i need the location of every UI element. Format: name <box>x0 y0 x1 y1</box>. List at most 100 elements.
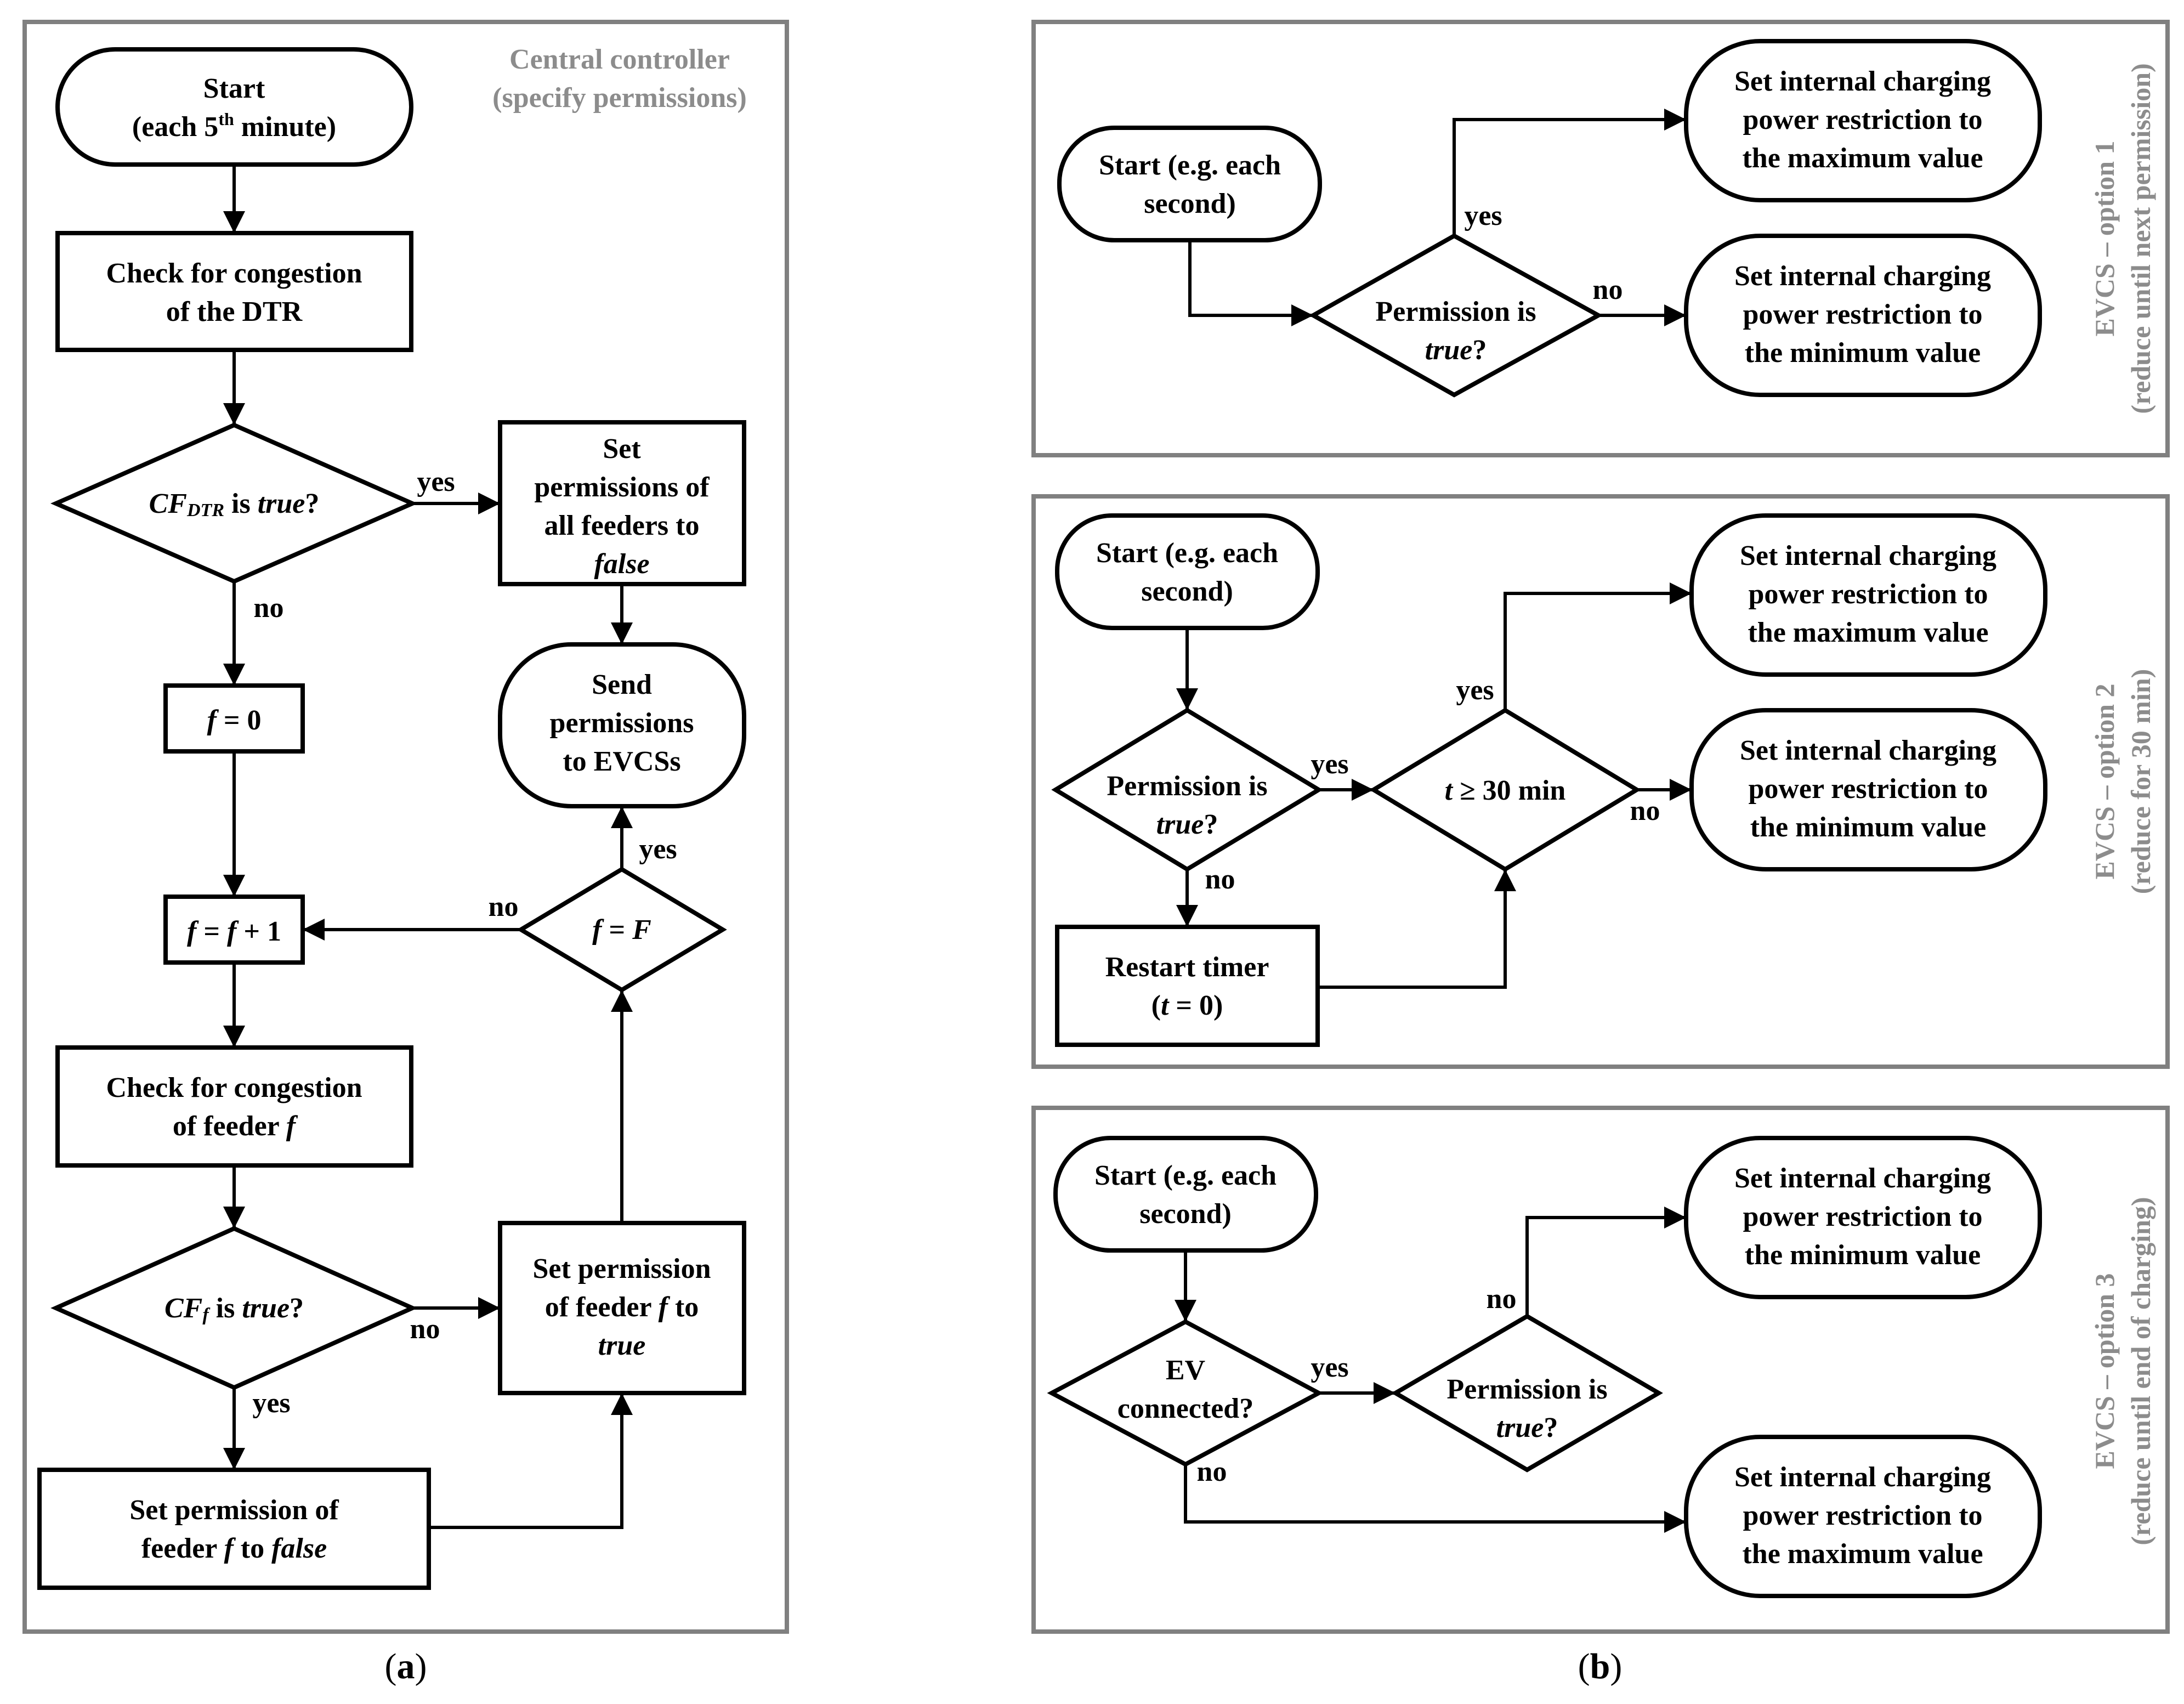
f-init-box <box>163 683 305 754</box>
option3-max-line1: Set internal charging <box>1734 1462 1991 1493</box>
option2-frame <box>1031 494 2170 1069</box>
set-feeder-true-box <box>498 1221 746 1395</box>
check-feeder-line1: Check for congestion <box>106 1072 362 1103</box>
option2-decision-line1: Permission is <box>1107 771 1267 802</box>
option1-arrow-start <box>1188 240 1313 326</box>
option3-label-yes-ev: yes <box>1311 1352 1348 1383</box>
f-increment-label: f = f + 1 <box>187 916 281 947</box>
option3-ev-line1: EV <box>1166 1355 1205 1386</box>
option2-max-box <box>1689 513 2047 677</box>
label-no-loop: no <box>489 891 519 922</box>
set-feeder-true-line3: true <box>598 1330 646 1361</box>
option1-max-line3: the maximum value <box>1742 143 1983 174</box>
option3-start <box>1053 1136 1318 1253</box>
set-feeder-false-line1: Set permission of <box>129 1494 339 1526</box>
option2-min-line1: Set internal charging <box>1740 735 1996 766</box>
send-line3: to EVCSs <box>563 746 680 777</box>
option3-label-no-perm: no <box>1487 1283 1517 1315</box>
panel-a-header-sub: (specify permissions) <box>492 82 747 114</box>
option2-label-no-perm: no <box>1205 864 1235 895</box>
option2-min-line3: the minimum value <box>1750 812 1986 843</box>
option2-restart-line1: Restart timer <box>1105 952 1269 983</box>
option2-side-label: EVCS – option 2 <box>2089 683 2120 879</box>
option3-side-sub: (reduce until end of charging) <box>2125 1197 2156 1545</box>
set-feeder-true-line2: of feeder f to <box>545 1292 699 1323</box>
start-terminator <box>55 47 413 167</box>
start-label: Start <box>203 73 265 104</box>
option3-perm-line2: true? <box>1496 1412 1558 1443</box>
option1-max-line1: Set internal charging <box>1734 66 1991 97</box>
set-feeder-false-line2: feeder f to false <box>141 1533 327 1564</box>
label-no-dtr: no <box>254 592 284 624</box>
panel-a-header: Central controller <box>509 44 730 75</box>
check-dtr-box <box>55 231 413 352</box>
check-dtr-line2: of the DTR <box>166 296 303 327</box>
panel-a-frame <box>22 20 789 1634</box>
caption-a: (a) <box>385 1646 427 1686</box>
option1-start-line2: second) <box>1144 188 1236 219</box>
option1-max-line2: power restriction to <box>1743 104 1982 135</box>
option1-arrow-yes <box>1453 109 1686 236</box>
set-all-false-line4: false <box>594 548 649 580</box>
cf-dtr-label: CFDTR is true? <box>149 488 320 520</box>
start-sub-label: (each 5th minute) <box>132 109 336 143</box>
option3-min-box <box>1684 1136 2042 1299</box>
option3-perm-line1: Permission is <box>1446 1374 1607 1405</box>
send-line1: Send <box>592 669 652 700</box>
option1-decision-line2: true? <box>1425 335 1487 366</box>
set-feeder-false-box <box>37 1468 431 1590</box>
set-all-false-box <box>498 420 746 586</box>
option1-decision-line1: Permission is <box>1375 296 1536 327</box>
option2-min-line2: power restriction to <box>1748 773 1988 805</box>
option3-arrow-no-ev <box>1184 1464 1686 1533</box>
label-yes-dtr: yes <box>417 466 455 497</box>
option2-arrow-restart <box>1318 869 1516 989</box>
option1-label-yes: yes <box>1464 200 1502 231</box>
option2-timer-label: t ≥ 30 min <box>1445 775 1566 806</box>
option1-min-line3: the minimum value <box>1745 337 1981 369</box>
option1-min-box <box>1684 234 2042 397</box>
set-all-false-line3: all feeders to <box>544 510 699 541</box>
option2-label-no-timer: no <box>1630 795 1660 826</box>
set-feeder-true-line1: Set permission <box>533 1253 711 1284</box>
option2-start-line1: Start (e.g. each <box>1096 537 1278 569</box>
label-no-feeder: no <box>410 1314 440 1345</box>
cf-f-label: CFf is true? <box>164 1293 304 1325</box>
option3-perm-decision <box>1391 1314 1663 1473</box>
check-feeder-line2: of feeder f <box>173 1111 298 1142</box>
option1-frame <box>1031 20 2170 457</box>
option1-min-line1: Set internal charging <box>1734 261 1991 292</box>
option2-max-line2: power restriction to <box>1748 579 1988 610</box>
option3-min-line3: the minimum value <box>1745 1239 1981 1271</box>
option2-restart-box <box>1055 925 1320 1047</box>
check-feeder-box <box>55 1045 413 1168</box>
option1-side-label: EVCS – option 1 <box>2089 140 2120 336</box>
option3-side-label: EVCS – option 3 <box>2089 1273 2120 1469</box>
option2-arrow-yes-timer <box>1504 582 1692 710</box>
arrow-setfalse-to-settrue <box>429 1393 633 1529</box>
option3-min-line1: Set internal charging <box>1734 1163 1991 1194</box>
option3-start-line1: Start (e.g. each <box>1094 1160 1277 1191</box>
send-line2: permissions <box>550 707 694 739</box>
option1-min-line2: power restriction to <box>1743 299 1982 330</box>
option2-side-sub: (reduce for 30 min) <box>2125 669 2156 895</box>
f-equals-F-label: f = F <box>592 914 651 946</box>
option2-max-line3: the maximum value <box>1748 617 1988 648</box>
option3-max-line2: power restriction to <box>1743 1500 1982 1531</box>
option2-restart-line2: (t = 0) <box>1151 990 1223 1021</box>
option1-decision <box>1308 233 1603 398</box>
option3-start-line2: second) <box>1139 1198 1232 1230</box>
option1-start-line1: Start (e.g. each <box>1099 150 1281 181</box>
option3-arrow-no-perm <box>1525 1207 1686 1316</box>
option3-ev-line2: connected? <box>1117 1393 1253 1424</box>
option2-min-box <box>1689 708 2047 871</box>
option1-max-box <box>1684 39 2042 202</box>
option1-label-no: no <box>1593 274 1623 305</box>
option2-label-yes-perm: yes <box>1311 749 1348 780</box>
set-all-false-line1: Set <box>603 433 641 465</box>
caption-b: (b) <box>1578 1646 1623 1686</box>
option3-max-box <box>1684 1435 2042 1598</box>
option2-decision-line2: true? <box>1156 809 1218 840</box>
